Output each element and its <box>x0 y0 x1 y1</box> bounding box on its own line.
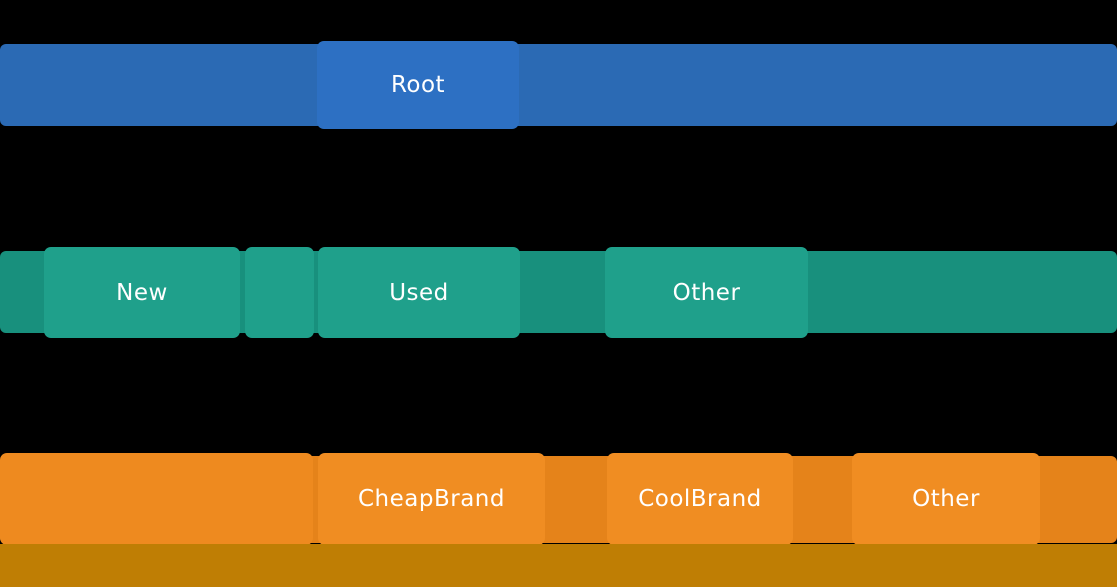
node-new-label: New <box>116 279 168 306</box>
level-4-cropped-bar <box>0 544 1117 587</box>
node-coolbrand: CoolBrand <box>607 453 793 545</box>
node-other-condition-label: Other <box>672 279 741 306</box>
level-1-bar <box>0 44 1117 126</box>
node-unlabeled-condition <box>245 247 314 338</box>
node-root-label: Root <box>390 72 446 98</box>
node-root: Root <box>317 41 519 129</box>
node-other-condition: Other <box>605 247 808 338</box>
node-unlabeled-brand <box>0 453 313 545</box>
node-cheapbrand-label: CheapBrand <box>358 486 505 512</box>
node-other-brand-label: Other <box>912 486 980 512</box>
node-cheapbrand: CheapBrand <box>318 453 545 545</box>
node-other-brand: Other <box>852 453 1040 545</box>
node-used: Used <box>318 247 520 338</box>
node-new: New <box>44 247 240 338</box>
node-used-label: Used <box>389 279 449 306</box>
node-coolbrand-label: CoolBrand <box>638 486 762 512</box>
